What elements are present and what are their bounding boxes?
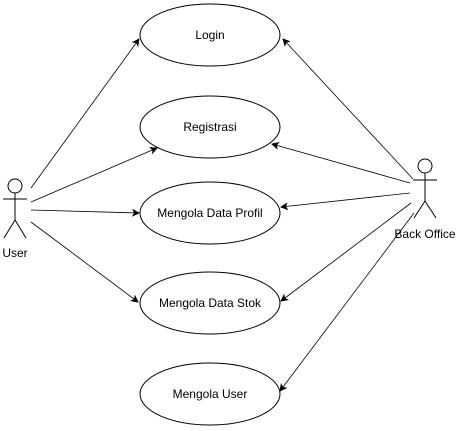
use-case-mengola-data-profil[interactable]: Mengola Data Profil <box>139 181 281 245</box>
association-user-to-mengola-data-profil <box>30 208 140 217</box>
use-case-registrasi-ellipse[interactable] <box>139 95 281 159</box>
use-case-registrasi-label: Registrasi <box>183 120 236 134</box>
actor-user-head <box>7 178 23 194</box>
association-user-to-registrasi <box>30 147 158 203</box>
association-back-office-to-mengola-user <box>279 212 415 392</box>
association-back-office-to-mengola-data-profil <box>280 192 411 211</box>
use-case-login[interactable]: Login <box>139 3 281 67</box>
use-case-mengola-user-ellipse[interactable] <box>139 362 281 426</box>
actor-back-office-head <box>417 158 433 174</box>
association-back-office-to-login <box>282 38 414 180</box>
actor-back-office[interactable]: Back Office <box>394 158 456 241</box>
association-back-office-to-mengola-data-stok <box>280 202 412 302</box>
use-case-login-ellipse[interactable] <box>139 3 281 67</box>
use-case-mengola-data-profil-ellipse[interactable] <box>139 181 281 245</box>
use-case-mengola-data-stok-label: Mengola Data Stok <box>159 296 262 310</box>
actor-back-office-right-leg <box>424 200 437 219</box>
actor-user-label: User <box>2 246 27 260</box>
association-user-to-mengola-data-stok <box>30 221 139 303</box>
use-case-mengola-data-stok[interactable]: Mengola Data Stok <box>139 271 281 335</box>
actor-back-office-left-leg <box>413 200 426 219</box>
actor-back-office-label: Back Office <box>394 227 455 241</box>
actor-user-right-leg <box>14 219 27 239</box>
associations-layer <box>30 38 415 392</box>
use-case-registrasi[interactable]: Registrasi <box>139 95 281 159</box>
association-user-to-login <box>30 38 140 189</box>
use-case-mengola-user-label: Mengola User <box>173 387 248 401</box>
actor-user-left-leg <box>3 219 16 239</box>
actor-user[interactable]: User <box>2 178 28 260</box>
use-case-mengola-data-profil-label: Mengola Data Profil <box>157 206 262 220</box>
use-case-login-label: Login <box>195 28 224 42</box>
use-case-mengola-user[interactable]: Mengola User <box>139 362 281 426</box>
association-back-office-to-registrasi <box>271 142 411 184</box>
use-case-mengola-data-stok-ellipse[interactable] <box>139 271 281 335</box>
